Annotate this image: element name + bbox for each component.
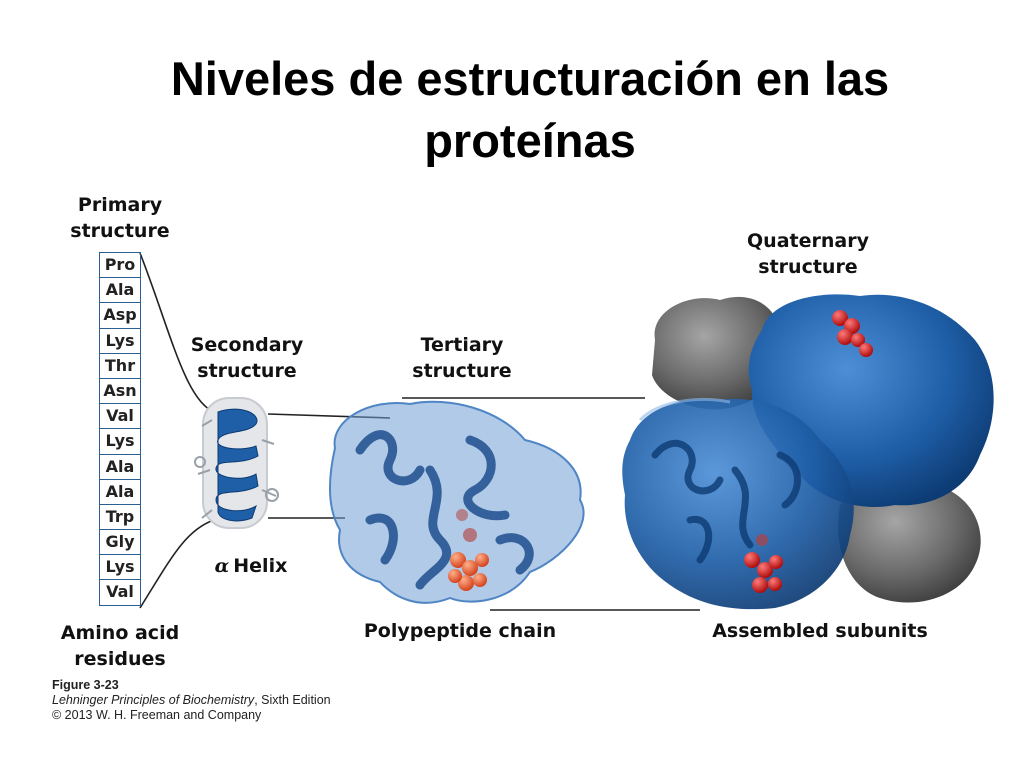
amino-acid-residues-label: Amino acid residues <box>60 622 180 670</box>
book-title: Lehninger Principles of Biochemistry <box>52 693 255 707</box>
quaternary-heme-top <box>832 310 873 357</box>
alpha-helix-model <box>194 397 279 529</box>
quaternary-heme-bottom <box>744 534 783 593</box>
polypeptide-chain-label: Polypeptide chain <box>363 620 557 642</box>
residue-cell: Lys <box>100 329 140 354</box>
quaternary-structure-model <box>622 294 994 610</box>
residue-cell: Val <box>106 582 134 602</box>
figure-number: Figure 3-23 <box>52 678 119 692</box>
residue-cell: Val <box>100 404 140 430</box>
connector-primary-to-helix-bottom <box>139 519 215 609</box>
helix-text: Helix <box>233 555 288 577</box>
slide-title-text: Niveles de estructuración en las proteín… <box>170 52 890 167</box>
book-citation: Lehninger Principles of Biochemistry, Si… <box>52 693 331 708</box>
residue-cell: Pro <box>100 253 140 279</box>
connector-primary-to-helix-top <box>139 252 215 413</box>
gray-subunit-bottom <box>838 477 981 603</box>
tertiary-structure-model <box>329 400 585 604</box>
tertiary-structure-label: Tertiary structure <box>412 334 512 382</box>
tertiary-heme-group <box>448 509 489 591</box>
quaternary-structure-label: Quaternary structure <box>747 230 869 278</box>
residue-cell: Ala <box>100 278 140 304</box>
residue-cell: Ala <box>100 455 140 480</box>
primary-structure-label: Primary structure <box>70 194 170 242</box>
slide-title: Niveles de estructuración en las proteín… <box>60 48 1000 172</box>
residue-cell: Thr <box>100 354 140 379</box>
secondary-structure-label: Secondary structure <box>190 334 304 382</box>
residue-cell: Lys <box>100 555 140 581</box>
alpha-symbol: α <box>214 555 230 577</box>
figure-caption: Figure 3-23 Lehninger Principles of Bioc… <box>52 678 331 723</box>
residue-cell: Ala <box>100 480 140 505</box>
copyright-line: © 2013 W. H. Freeman and Company <box>52 708 262 722</box>
residue-cell: Asp <box>100 303 140 329</box>
residue-cell: Trp <box>100 505 140 531</box>
residue-cell: Lys <box>100 429 140 455</box>
residue-cell: Gly <box>100 530 140 556</box>
residue-cell: Asn <box>100 379 140 405</box>
book-edition: , Sixth Edition <box>254 693 331 707</box>
assembled-subunits-label: Assembled subunits <box>712 620 928 642</box>
blue-subunit-front <box>622 399 854 610</box>
